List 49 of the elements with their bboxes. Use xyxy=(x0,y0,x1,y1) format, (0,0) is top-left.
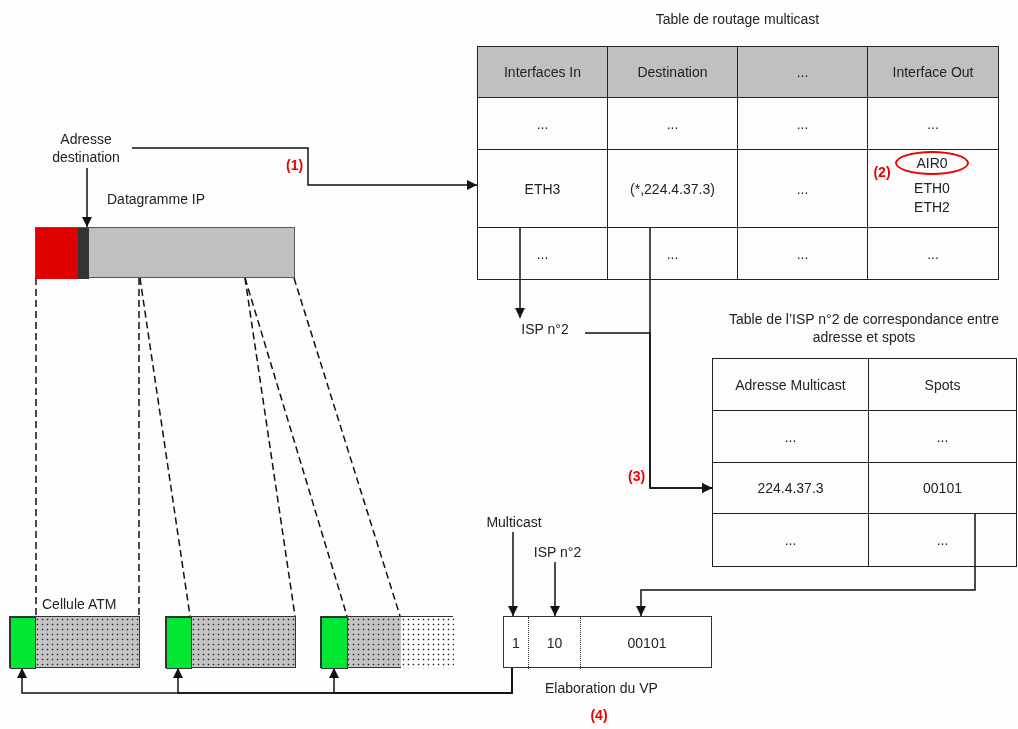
edge-label: (3) xyxy=(626,468,648,484)
text-label: ISP n°2 xyxy=(505,318,585,340)
text-label: Multicast xyxy=(478,512,550,532)
table-cell: ... xyxy=(477,227,608,280)
arrow xyxy=(82,167,92,228)
atm-header xyxy=(10,617,36,669)
vp-field: 10 xyxy=(529,617,581,669)
header-cell: Interfaces In xyxy=(477,46,608,98)
arrow xyxy=(636,513,976,617)
projection-line xyxy=(244,277,348,617)
highlight-ellipse: AIR0 xyxy=(895,151,969,175)
arrow xyxy=(131,147,478,190)
atm-header xyxy=(166,617,192,669)
projection-line xyxy=(35,277,37,617)
header-cell: Destination xyxy=(607,46,738,98)
table-cell: ... xyxy=(712,513,869,567)
arrow xyxy=(515,227,525,319)
arrow xyxy=(508,531,518,617)
vp-field: 1 xyxy=(504,617,529,669)
cell-text: ETH0 xyxy=(913,179,951,197)
arrow xyxy=(550,561,560,617)
text-label: ISP n°2 xyxy=(525,542,590,562)
table-cell: ... xyxy=(868,513,1017,567)
arrow xyxy=(584,332,713,493)
atm-cell xyxy=(165,616,296,668)
table-cell: ... xyxy=(867,227,999,280)
projection-line xyxy=(293,277,401,617)
node-label: Cellule ATM xyxy=(42,596,117,612)
atm-header xyxy=(321,617,348,669)
header-cell: ... xyxy=(737,46,868,98)
table-title: Table de l’ISP n°2 de correspondance entre adresse et spots xyxy=(728,310,1000,346)
step-number: (2) xyxy=(872,163,892,181)
header-cell: Spots xyxy=(868,358,1017,411)
vp-field: 00101 xyxy=(581,617,713,669)
cell-text: ETH2 xyxy=(913,198,951,216)
header-cell: Interface Out xyxy=(867,46,999,98)
step-number: (4) xyxy=(589,706,609,724)
node-label: Datagramme IP xyxy=(107,191,206,207)
edge-label: (1) xyxy=(284,157,306,173)
projection-line xyxy=(138,277,140,617)
header-cell: Adresse Multicast xyxy=(712,358,869,411)
vp-header-box xyxy=(503,616,712,668)
atm-cell xyxy=(9,616,140,668)
table-title: Table de routage multicast xyxy=(654,10,821,28)
text-label: Adresse destination xyxy=(40,128,132,168)
atm-cell xyxy=(320,616,453,668)
arrow xyxy=(329,667,513,694)
node-label: Elaboration du VP xyxy=(545,680,658,696)
ip-datagram-bar xyxy=(35,227,295,278)
